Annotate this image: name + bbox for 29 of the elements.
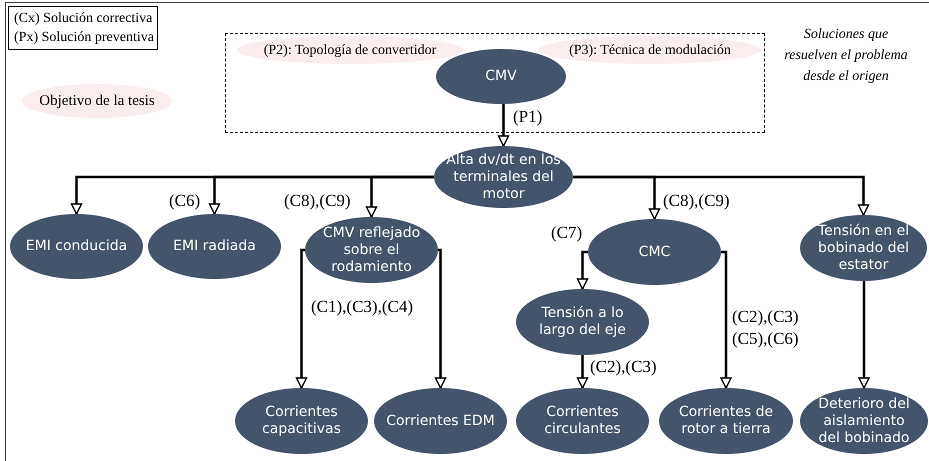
- arrow: [576, 250, 588, 290]
- process-ellipse: CMV: [436, 49, 566, 104]
- process-ellipse: CMV reflejado sobre el rodamiento: [305, 217, 438, 283]
- key-text: (Cx) Solución correctiva: [14, 10, 152, 28]
- process-ellipse: Corrientes capacitivas: [235, 388, 368, 454]
- dashed-group-box: [225, 33, 765, 133]
- process-ellipse: EMI conducida: [10, 214, 143, 279]
- highlight-ellipse: (P3): Técnica de modulación: [539, 36, 761, 64]
- process-ellipse: Corrientes EDM: [374, 388, 507, 454]
- process-ellipse: EMI radiada: [148, 214, 281, 279]
- arrow: [720, 250, 732, 389]
- process-ellipse: Corrientes de rotor a tierra: [659, 388, 793, 454]
- legend-label: Objetivo de la tesis: [39, 92, 155, 111]
- arrow: [858, 281, 870, 389]
- highlight-ellipse: (P2): Topología de convertidor: [237, 36, 463, 64]
- arrow: [576, 355, 588, 389]
- process-ellipse: Deterioro del aislamiento del bobinado: [800, 388, 928, 454]
- key-box: [8, 6, 158, 50]
- process-ellipse: Tensión a lo largo del eje: [516, 289, 649, 355]
- process-ellipse: CMC: [588, 219, 721, 285]
- arrow: [296, 248, 308, 389]
- side-note: Soluciones que resuelven el problema desde el origen: [783, 26, 909, 86]
- arrow: [366, 176, 434, 218]
- key-text: (Px) Solución preventiva: [14, 29, 154, 47]
- arrow: [434, 248, 446, 389]
- process-ellipse: Corrientes circulantes: [516, 388, 649, 454]
- arrow: [498, 103, 510, 147]
- arrow: [573, 176, 870, 216]
- process-ellipse: Tensión en el bobinado del estator: [800, 215, 927, 281]
